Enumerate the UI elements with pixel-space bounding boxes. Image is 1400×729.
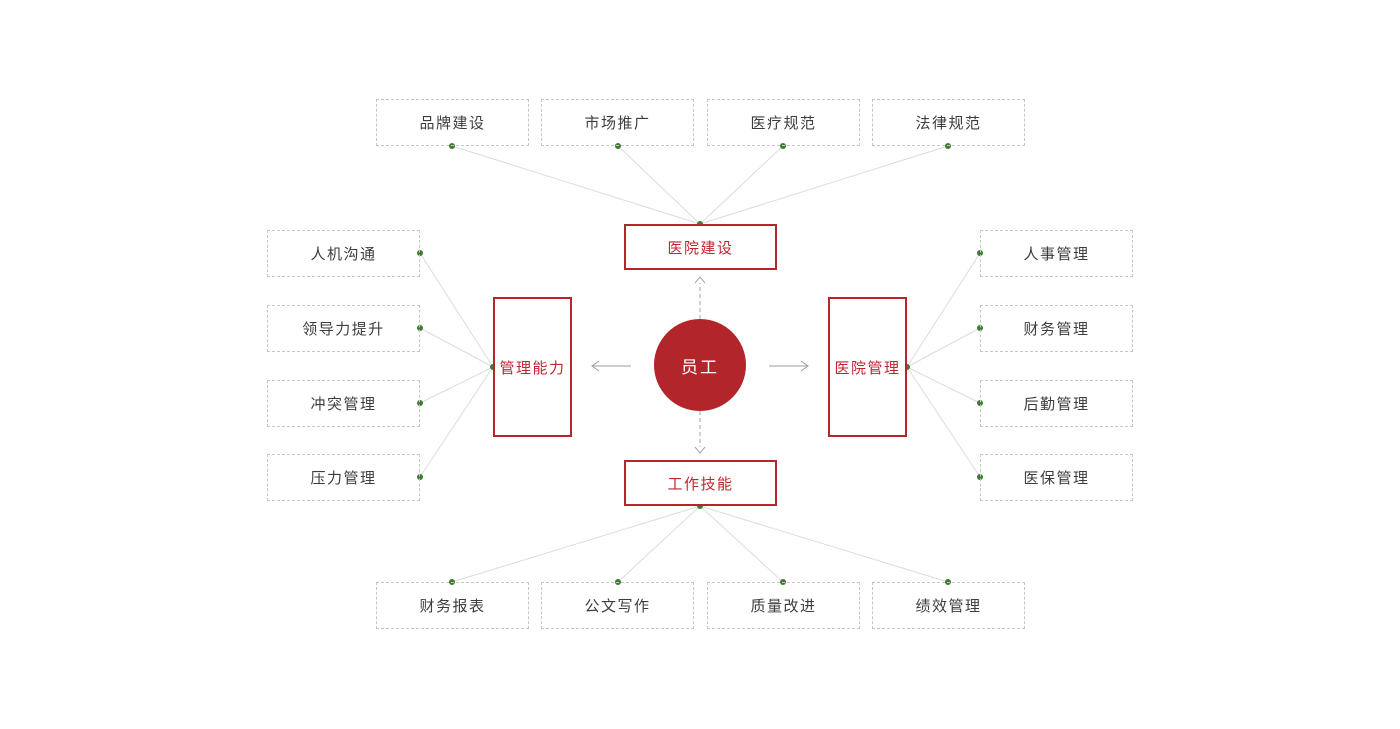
leaf-node-performance-management[interactable]: 绩效管理: [872, 582, 1025, 629]
leaf-node-conflict-management[interactable]: 冲突管理: [267, 380, 420, 427]
leaf-node-financial-reports[interactable]: 财务报表: [376, 582, 529, 629]
category-node-hospital-construction[interactable]: 医院建设: [624, 224, 777, 270]
arrow-right: [769, 360, 809, 372]
leaf-node-market-promotion[interactable]: 市场推广: [541, 99, 694, 146]
leaf-node-interpersonal-communication[interactable]: 人机沟通: [267, 230, 420, 277]
arrow-left: [591, 360, 631, 372]
category-node-work-skills[interactable]: 工作技能: [624, 460, 777, 506]
leaf-node-quality-improvement[interactable]: 质量改进: [707, 582, 860, 629]
category-node-hospital-management[interactable]: 医院管理: [828, 297, 907, 437]
connector-lines: [419, 145, 981, 583]
center-node-employee[interactable]: 员工: [654, 319, 746, 411]
leaf-node-finance-management[interactable]: 财务管理: [980, 305, 1133, 352]
leaf-node-medical-standards[interactable]: 医疗规范: [707, 99, 860, 146]
leaf-node-legal-standards[interactable]: 法律规范: [872, 99, 1025, 146]
leaf-node-stress-management[interactable]: 压力管理: [267, 454, 420, 501]
leaf-node-hr-management[interactable]: 人事管理: [980, 230, 1133, 277]
leaf-node-brand-building[interactable]: 品牌建设: [376, 99, 529, 146]
leaf-node-medical-insurance-management[interactable]: 医保管理: [980, 454, 1133, 501]
endpoint-dots: [417, 143, 983, 585]
leaf-node-leadership-improvement[interactable]: 领导力提升: [267, 305, 420, 352]
dashed-arrow-down: [694, 411, 706, 454]
leaf-node-official-writing[interactable]: 公文写作: [541, 582, 694, 629]
category-node-management-ability[interactable]: 管理能力: [493, 297, 572, 437]
leaf-node-logistics-management[interactable]: 后勤管理: [980, 380, 1133, 427]
dashed-arrow-up: [694, 276, 706, 319]
